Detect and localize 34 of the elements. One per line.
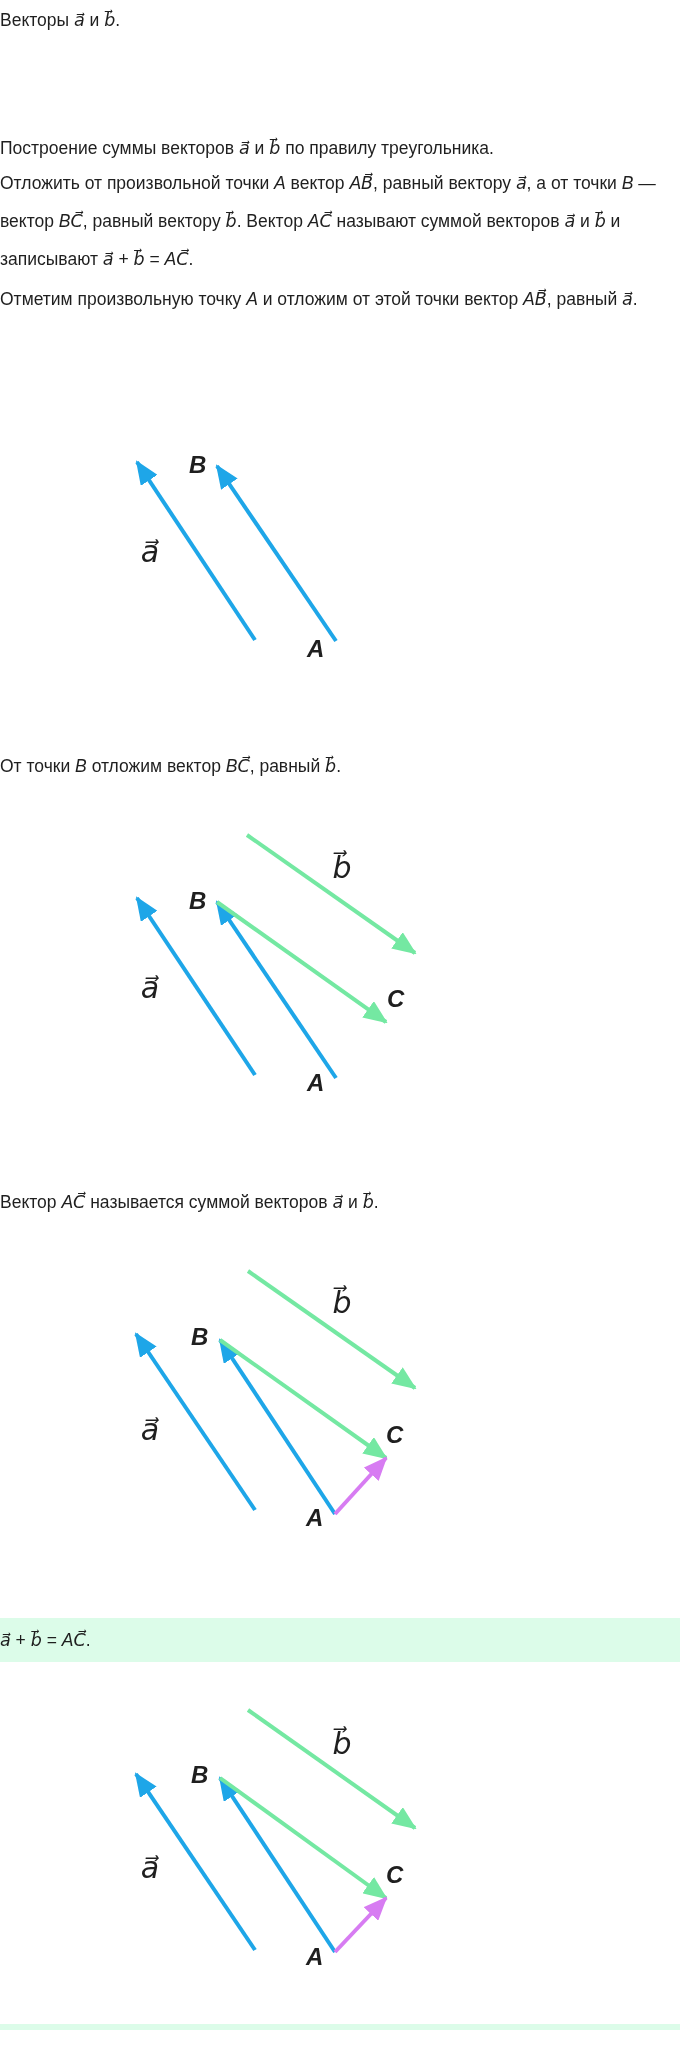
vector-arrow <box>218 1776 388 1900</box>
vector-arrow <box>215 464 338 643</box>
vector-arrow <box>218 1338 337 1516</box>
point-label: C <box>383 1422 411 1458</box>
vector-label: b⃗ <box>332 1285 352 1321</box>
vector-arrow <box>215 900 338 1080</box>
point-label: C <box>384 986 410 1022</box>
vector-label: a⃗ <box>140 534 160 570</box>
text-paragraph: Отложить от произвольной точки A вектор AB⃗, равный вектору a⃗, а от точки B — вектор BC⃗, равный вектору b⃗. Вектор AC⃗ называют суммой векторов a⃗ и b⃗ и записывают a⃗ + b⃗ = AC⃗. <box>0 171 657 271</box>
text-paragraph: Вектор AC⃗ называется суммой векторов a⃗ и b⃗. <box>0 1190 380 1214</box>
vector-label: b⃗ <box>332 850 352 886</box>
vector-arrow <box>218 1776 337 1954</box>
vector-arrow <box>333 1896 388 1954</box>
vector-label: a⃗ <box>140 1850 160 1886</box>
point-label: B <box>186 452 217 482</box>
vector-arrow <box>215 900 388 1024</box>
point-label: B <box>186 888 217 918</box>
point-label: A <box>304 1070 336 1100</box>
text-paragraph: Отметим произвольную точку A и отложим от этой точки вектор AB⃗, равный a⃗. <box>0 287 639 311</box>
point-label: A <box>303 1505 335 1535</box>
vector-arrow <box>333 1456 388 1516</box>
formula: a⃗ + b⃗ = AC⃗. <box>0 1629 91 1651</box>
vector-label: b⃗ <box>332 1726 352 1762</box>
point-label: A <box>303 1944 335 1974</box>
text-paragraph: Векторы a⃗ и b⃗. <box>0 9 122 32</box>
vector-arrow <box>218 1338 388 1460</box>
point-label: B <box>188 1324 220 1354</box>
vector-label: a⃗ <box>140 1412 160 1448</box>
point-label: B <box>188 1762 220 1792</box>
point-label: A <box>304 636 336 666</box>
point-label: C <box>383 1862 411 1898</box>
text-paragraph: От точки B отложим вектор BC⃗, равный b⃗. <box>0 754 343 778</box>
vector-label: a⃗ <box>140 970 160 1006</box>
text-paragraph: Построение суммы векторов a⃗ и b⃗ по правилу треугольника. <box>0 137 495 160</box>
